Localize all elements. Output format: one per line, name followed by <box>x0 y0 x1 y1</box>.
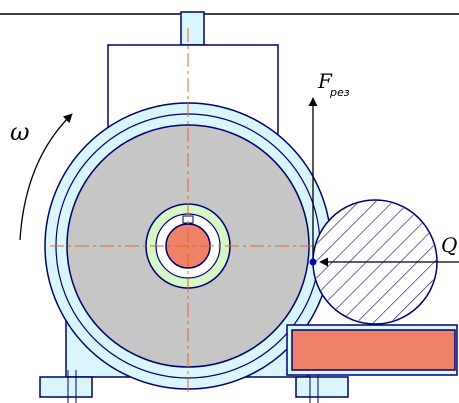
housing-top-post <box>180 11 205 46</box>
housing-foot-left <box>39 376 93 398</box>
force-subscript: рез <box>329 86 350 99</box>
force-label: F <box>317 69 333 93</box>
center-lines <box>50 28 330 395</box>
omega-label: ω <box>10 118 30 146</box>
load-label: Q <box>441 233 457 257</box>
support-block <box>291 329 456 371</box>
housing-foot-right <box>295 376 349 398</box>
rotation-arrow-icon <box>19 113 73 241</box>
contact-point <box>309 258 317 266</box>
